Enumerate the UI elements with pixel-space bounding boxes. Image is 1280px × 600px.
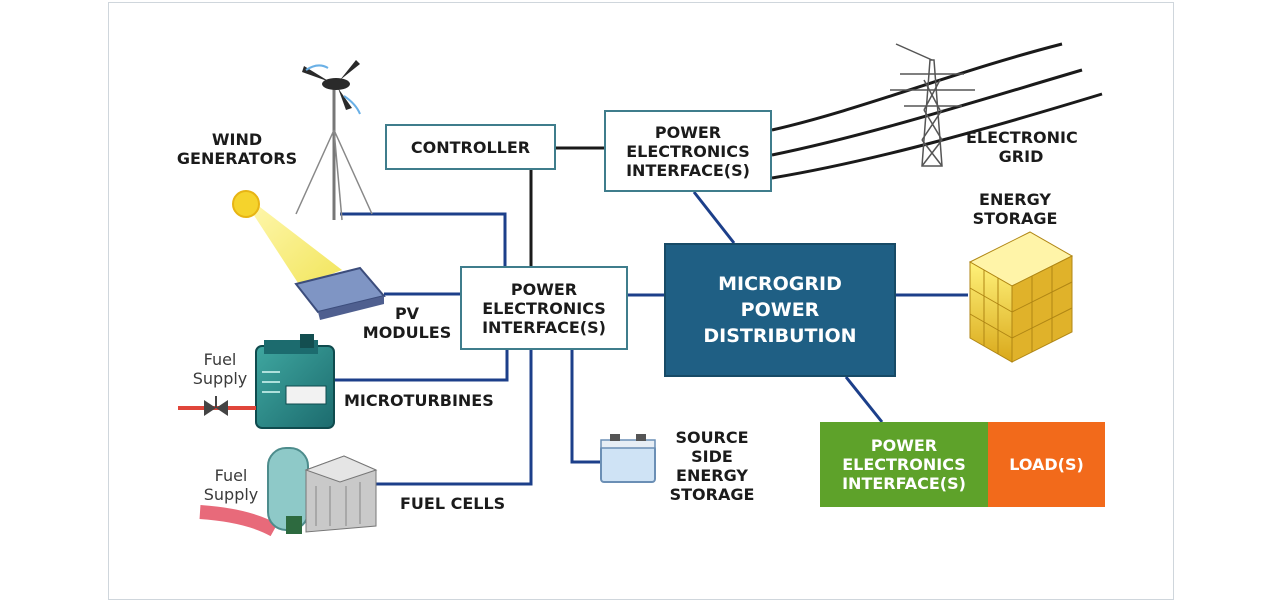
microturbines-label: MICROTURBINES	[344, 391, 494, 410]
wind-turbine-icon	[295, 60, 373, 221]
wire-microturbine-to-pe	[334, 350, 509, 382]
microgrid-distribution-block: MICROGRID POWER DISTRIBUTION	[664, 243, 896, 377]
fuel-supply-label-1: Fuel Supply	[192, 350, 248, 388]
energy-storage-label: ENERGY STORAGE	[972, 190, 1058, 228]
pv-panel-icon	[294, 266, 386, 320]
battery-icon	[600, 434, 656, 483]
controller-block: CONTROLLER	[385, 124, 556, 170]
sun-icon	[232, 190, 342, 286]
source-side-storage-label: SOURCE SIDE ENERGY STORAGE	[669, 428, 755, 504]
fuel-cell-icon	[199, 447, 378, 537]
fuel-supply-label-2: Fuel Supply	[203, 466, 259, 504]
wire-storage-to-pe	[570, 350, 601, 464]
pv-modules-label: PV MODULES	[362, 304, 452, 342]
pe-interface-sources-block: POWER ELECTRONICS INTERFACE(S)	[460, 266, 628, 350]
fuel-cells-label: FUEL CELLS	[400, 494, 506, 513]
pe-interface-grid-block: POWER ELECTRONICS INTERFACE(S)	[604, 110, 772, 192]
electronic-grid-label: ELECTRONIC GRID	[966, 128, 1078, 166]
transmission-tower-icon	[890, 43, 975, 167]
wire-fuelcell-to-pe	[376, 350, 533, 486]
wind-generators-label: WIND GENERATORS	[176, 130, 298, 168]
wire-wind-to-pe	[340, 212, 507, 266]
energy-storage-icon	[968, 231, 1074, 363]
wire-pe-grid-to-distribution	[692, 191, 736, 244]
load-block: LOAD(S)	[988, 422, 1105, 507]
valve-icon	[178, 396, 256, 416]
pe-interface-load-block: POWER ELECTRONICS INTERFACE(S)	[820, 422, 988, 507]
microturbine-icon	[255, 334, 335, 429]
wire-distribution-to-load	[844, 376, 884, 423]
